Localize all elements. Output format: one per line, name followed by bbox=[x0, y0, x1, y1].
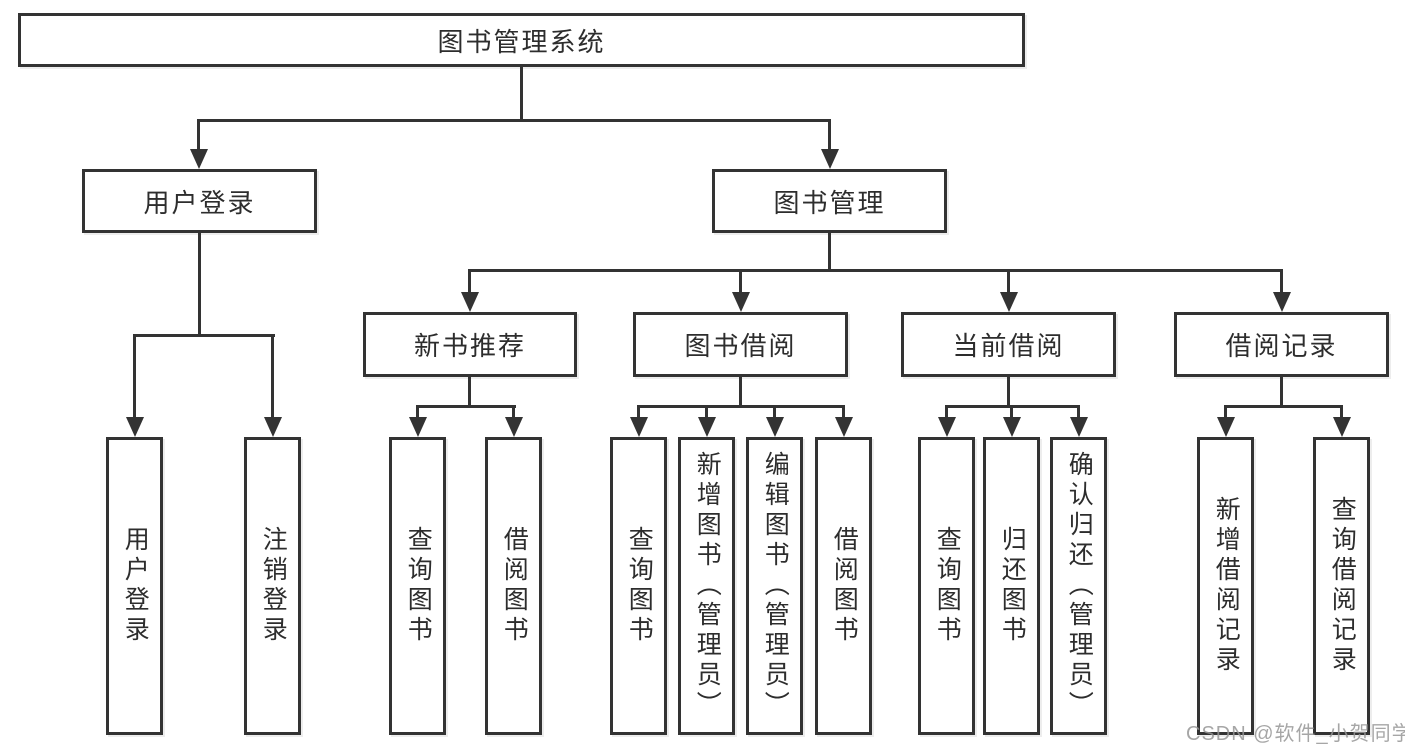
leaf-add-books-admin-label: 新增图书（管理员） bbox=[693, 451, 722, 721]
connector-vline bbox=[133, 334, 136, 418]
node-borrowing-records-label: 借阅记录 bbox=[1225, 331, 1338, 361]
node-library-system-label: 图书管理系统 bbox=[437, 26, 606, 57]
watermark: CSDN @软件_小贺同学 bbox=[1186, 723, 1405, 745]
connector-vline bbox=[512, 405, 515, 419]
leaf-edit-books-admin-label: 编辑图书（管理员） bbox=[761, 451, 790, 721]
connector-vline bbox=[468, 269, 471, 294]
connector-hline bbox=[468, 269, 1283, 272]
leaf-query-books-current-label: 查询图书 bbox=[933, 526, 962, 646]
connector-vline bbox=[842, 405, 845, 419]
connector-vline bbox=[828, 119, 831, 151]
connector-vline bbox=[1077, 405, 1080, 419]
node-library-system: 图书管理系统 bbox=[18, 13, 1025, 67]
node-new-book-recommend: 新书推荐 bbox=[363, 312, 577, 377]
arrowhead-down-icon bbox=[126, 417, 144, 437]
connector-hline bbox=[416, 405, 516, 408]
leaf-borrow-books-recommend: 借阅图书 bbox=[485, 437, 542, 735]
arrowhead-down-icon bbox=[461, 292, 479, 312]
connector-vline bbox=[705, 405, 708, 419]
leaf-borrow-books-borrowing: 借阅图书 bbox=[815, 437, 872, 735]
arrowhead-down-icon bbox=[264, 417, 282, 437]
node-current-borrowing: 当前借阅 bbox=[901, 312, 1116, 377]
connector-vline bbox=[198, 233, 201, 336]
arrowhead-down-icon bbox=[1333, 417, 1351, 437]
arrowhead-down-icon bbox=[409, 417, 427, 437]
arrowhead-down-icon bbox=[938, 417, 956, 437]
node-user-login: 用户登录 bbox=[82, 169, 317, 233]
connector-vline bbox=[468, 377, 471, 407]
leaf-confirm-return-admin-label: 确认归还（管理员） bbox=[1065, 451, 1094, 721]
connector-hline bbox=[637, 405, 845, 408]
leaf-add-books-admin: 新增图书（管理员） bbox=[678, 437, 735, 735]
arrowhead-down-icon bbox=[190, 149, 208, 169]
arrowhead-down-icon bbox=[1273, 292, 1291, 312]
leaf-query-books-current: 查询图书 bbox=[918, 437, 975, 735]
connector-vline bbox=[1280, 269, 1283, 294]
connector-vline bbox=[637, 405, 640, 419]
connector-vline bbox=[828, 233, 831, 271]
leaf-add-borrow-record-label: 新增借阅记录 bbox=[1212, 496, 1241, 676]
arrowhead-down-icon bbox=[630, 417, 648, 437]
connector-vline bbox=[520, 67, 523, 119]
leaf-borrow-books-recommend-label: 借阅图书 bbox=[500, 526, 529, 646]
connector-vline bbox=[739, 269, 742, 294]
arrowhead-down-icon bbox=[1003, 417, 1021, 437]
connector-vline bbox=[271, 334, 274, 418]
arrowhead-down-icon bbox=[732, 292, 750, 312]
arrowhead-down-icon bbox=[766, 417, 784, 437]
leaf-query-borrow-record: 查询借阅记录 bbox=[1313, 437, 1370, 735]
node-new-book-recommend-label: 新书推荐 bbox=[413, 331, 526, 361]
connector-vline bbox=[945, 405, 948, 419]
connector-vline bbox=[1224, 405, 1227, 419]
connector-vline bbox=[1280, 377, 1283, 407]
leaf-query-books-recommend: 查询图书 bbox=[389, 437, 446, 735]
leaf-logout: 注销登录 bbox=[244, 437, 301, 735]
leaf-return-books-label: 归还图书 bbox=[998, 526, 1027, 646]
connector-vline bbox=[1010, 405, 1013, 419]
arrowhead-down-icon bbox=[1217, 417, 1235, 437]
connector-vline bbox=[197, 119, 200, 151]
leaf-query-books-borrowing-label: 查询图书 bbox=[625, 526, 654, 646]
node-borrowing-records: 借阅记录 bbox=[1174, 312, 1389, 377]
node-book-borrowing-label: 图书借阅 bbox=[684, 331, 797, 361]
connector-vline bbox=[1007, 269, 1010, 294]
node-user-login-label: 用户登录 bbox=[143, 187, 256, 218]
connector-hline bbox=[1224, 405, 1343, 408]
leaf-query-books-recommend-label: 查询图书 bbox=[404, 526, 433, 646]
arrowhead-down-icon bbox=[835, 417, 853, 437]
connector-vline bbox=[773, 405, 776, 419]
leaf-logout-label: 注销登录 bbox=[259, 526, 288, 646]
node-book-management-label: 图书管理 bbox=[773, 187, 886, 218]
arrowhead-down-icon bbox=[1070, 417, 1088, 437]
connector-hline bbox=[133, 334, 275, 337]
node-book-borrowing: 图书借阅 bbox=[633, 312, 848, 377]
connector-vline bbox=[1007, 377, 1010, 407]
leaf-borrow-books-borrowing-label: 借阅图书 bbox=[830, 526, 859, 646]
leaf-query-books-borrowing: 查询图书 bbox=[610, 437, 667, 735]
connector-vline bbox=[416, 405, 419, 419]
leaf-user-login: 用户登录 bbox=[106, 437, 163, 735]
leaf-query-borrow-record-label: 查询借阅记录 bbox=[1328, 496, 1357, 676]
leaf-user-login-label: 用户登录 bbox=[121, 526, 150, 646]
arrowhead-down-icon bbox=[821, 149, 839, 169]
leaf-edit-books-admin: 编辑图书（管理员） bbox=[746, 437, 803, 735]
leaf-confirm-return-admin: 确认归还（管理员） bbox=[1050, 437, 1107, 735]
connector-hline bbox=[197, 119, 831, 122]
node-book-management: 图书管理 bbox=[712, 169, 947, 233]
arrowhead-down-icon bbox=[698, 417, 716, 437]
connector-vline bbox=[739, 377, 742, 407]
leaf-return-books: 归还图书 bbox=[983, 437, 1040, 735]
node-current-borrowing-label: 当前借阅 bbox=[952, 331, 1065, 361]
leaf-add-borrow-record: 新增借阅记录 bbox=[1197, 437, 1254, 735]
connector-vline bbox=[1340, 405, 1343, 419]
arrowhead-down-icon bbox=[1000, 292, 1018, 312]
arrowhead-down-icon bbox=[505, 417, 523, 437]
